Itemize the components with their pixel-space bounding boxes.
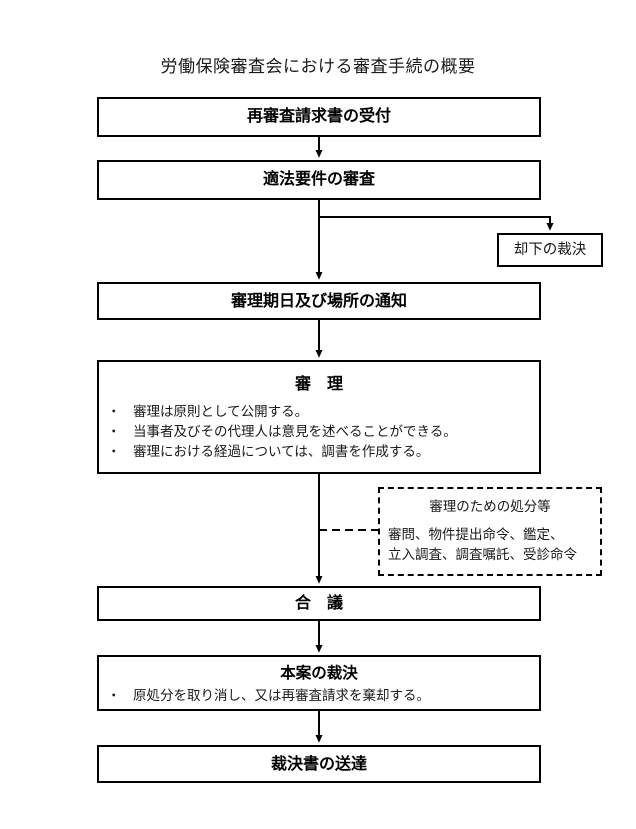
node-eligibility-label: 適法要件の審査 — [262, 171, 375, 188]
node-notice-label: 審理期日及び場所の通知 — [230, 293, 407, 310]
node-dismissal[interactable]: 却下の裁決 — [497, 233, 603, 267]
node-receipt[interactable]: 再審査請求書の受付 — [97, 97, 541, 137]
node-dismissal-label: 却下の裁決 — [513, 242, 587, 258]
node-eligibility[interactable]: 適法要件の審査 — [97, 160, 541, 200]
node-council[interactable]: 合 議 — [97, 586, 541, 621]
node-decision-label: 本案の裁決 — [280, 665, 358, 682]
node-measures-line2: 立入調査、調査嘱託、受診命令 — [388, 547, 577, 562]
node-delivery-label: 裁決書の送達 — [270, 756, 367, 773]
node-measures-line1: 審問、物件提出命令、鑑定、 — [388, 527, 564, 542]
node-measures[interactable]: 審理のための処分等 審問、物件提出命令、鑑定、 立入調査、調査嘱託、受診命令 — [378, 487, 602, 576]
node-receipt-label: 再審査請求書の受付 — [246, 108, 391, 125]
node-review[interactable]: 審 理 審理は原則として公開する。 当事者及びその代理人は意見を述べることができ… — [97, 360, 541, 474]
node-notice[interactable]: 審理期日及び場所の通知 — [97, 282, 541, 320]
node-delivery[interactable]: 裁決書の送達 — [97, 745, 541, 783]
node-measures-body: 審問、物件提出命令、鑑定、 立入調査、調査嘱託、受診命令 — [380, 525, 600, 565]
node-decision-bullets: 原処分を取り消し、又は再審査請求を棄却する。 — [99, 686, 539, 706]
node-measures-heading: 審理のための処分等 — [429, 499, 551, 514]
list-item: 審理における経過については、調書を作成する。 — [99, 442, 539, 462]
node-council-label: 合 議 — [294, 595, 343, 612]
node-review-bullets: 審理は原則として公開する。 当事者及びその代理人は意見を述べることができる。 審… — [99, 402, 539, 462]
page-title: 労働保険審査会における審査手続の概要 — [160, 57, 476, 76]
node-decision[interactable]: 本案の裁決 原処分を取り消し、又は再審査請求を棄却する。 — [97, 655, 541, 711]
list-item: 審理は原則として公開する。 — [99, 402, 539, 422]
edge-eligibility-to-dismissal — [318, 200, 554, 231]
list-item: 当事者及びその代理人は意見を述べることができる。 — [99, 422, 539, 442]
list-item: 原処分を取り消し、又は再審査請求を棄却する。 — [99, 686, 539, 706]
node-review-label: 審 理 — [294, 376, 343, 393]
